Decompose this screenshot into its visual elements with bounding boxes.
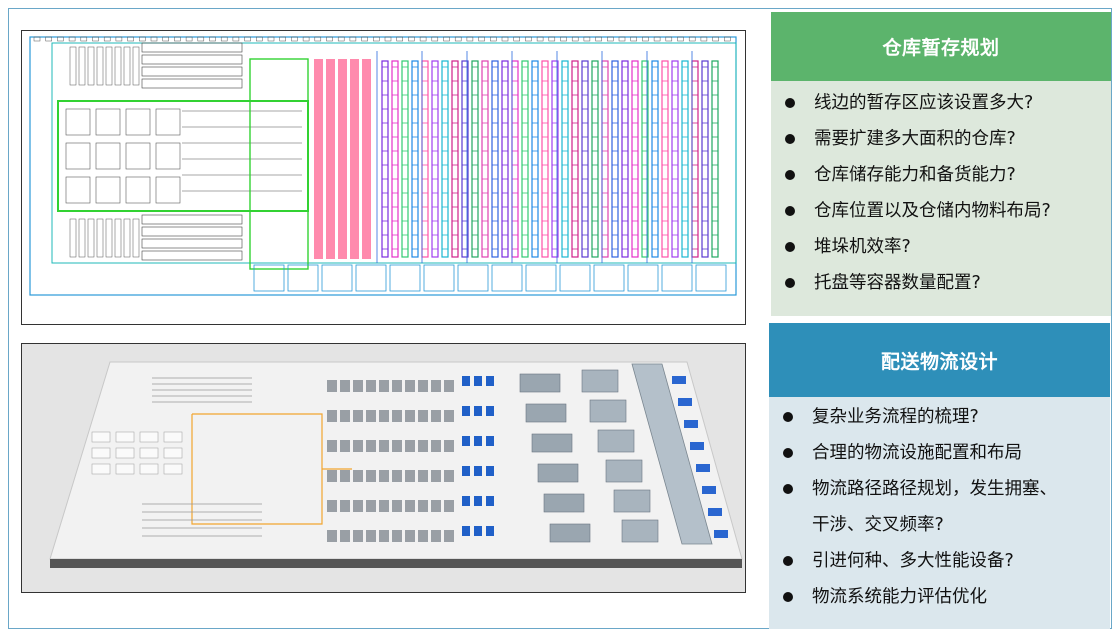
list-item: 引进何种、多大性能设备? [769, 543, 1110, 579]
logistics-design-card: 配送物流设计 复杂业务流程的梳理? 合理的物流设施配置和布局 物流路径路径规划，… [769, 323, 1110, 629]
cad-layout-drawing [21, 30, 746, 325]
list-item: 物流系统能力评估优化 [769, 579, 1110, 615]
3d-layout-render [21, 343, 746, 593]
slide-frame [8, 8, 1112, 629]
warehouse-planning-card: 仓库暂存规划 线边的暂存区应该设置多大? 需要扩建多大面积的仓库? 仓库储存能力… [771, 12, 1111, 316]
list-item: 需要扩建多大面积的仓库? [771, 121, 1111, 157]
list-item: 托盘等容器数量配置? [771, 265, 1111, 301]
logistics-question-list: 复杂业务流程的梳理? 合理的物流设施配置和布局 物流路径路径规划，发生拥塞、 干… [769, 397, 1110, 615]
list-item: 复杂业务流程的梳理? [769, 399, 1110, 435]
list-item: 合理的物流设施配置和布局 [769, 435, 1110, 471]
render-svg [49, 361, 743, 568]
list-item: 仓库储存能力和备货能力? [771, 157, 1111, 193]
cad-drawing-svg [29, 36, 737, 296]
logistics-design-title: 配送物流设计 [769, 323, 1110, 397]
list-item: 线边的暂存区应该设置多大? [771, 85, 1111, 121]
list-item: 仓库位置以及仓储内物料布局? [771, 193, 1111, 229]
list-item: 堆垛机效率? [771, 229, 1111, 265]
warehouse-question-list: 线边的暂存区应该设置多大? 需要扩建多大面积的仓库? 仓库储存能力和备货能力? … [771, 81, 1111, 301]
list-item: 物流路径路径规划，发生拥塞、 [769, 471, 1110, 507]
list-item-continuation: 干涉、交叉频率? [812, 515, 944, 535]
warehouse-planning-title: 仓库暂存规划 [771, 12, 1111, 81]
